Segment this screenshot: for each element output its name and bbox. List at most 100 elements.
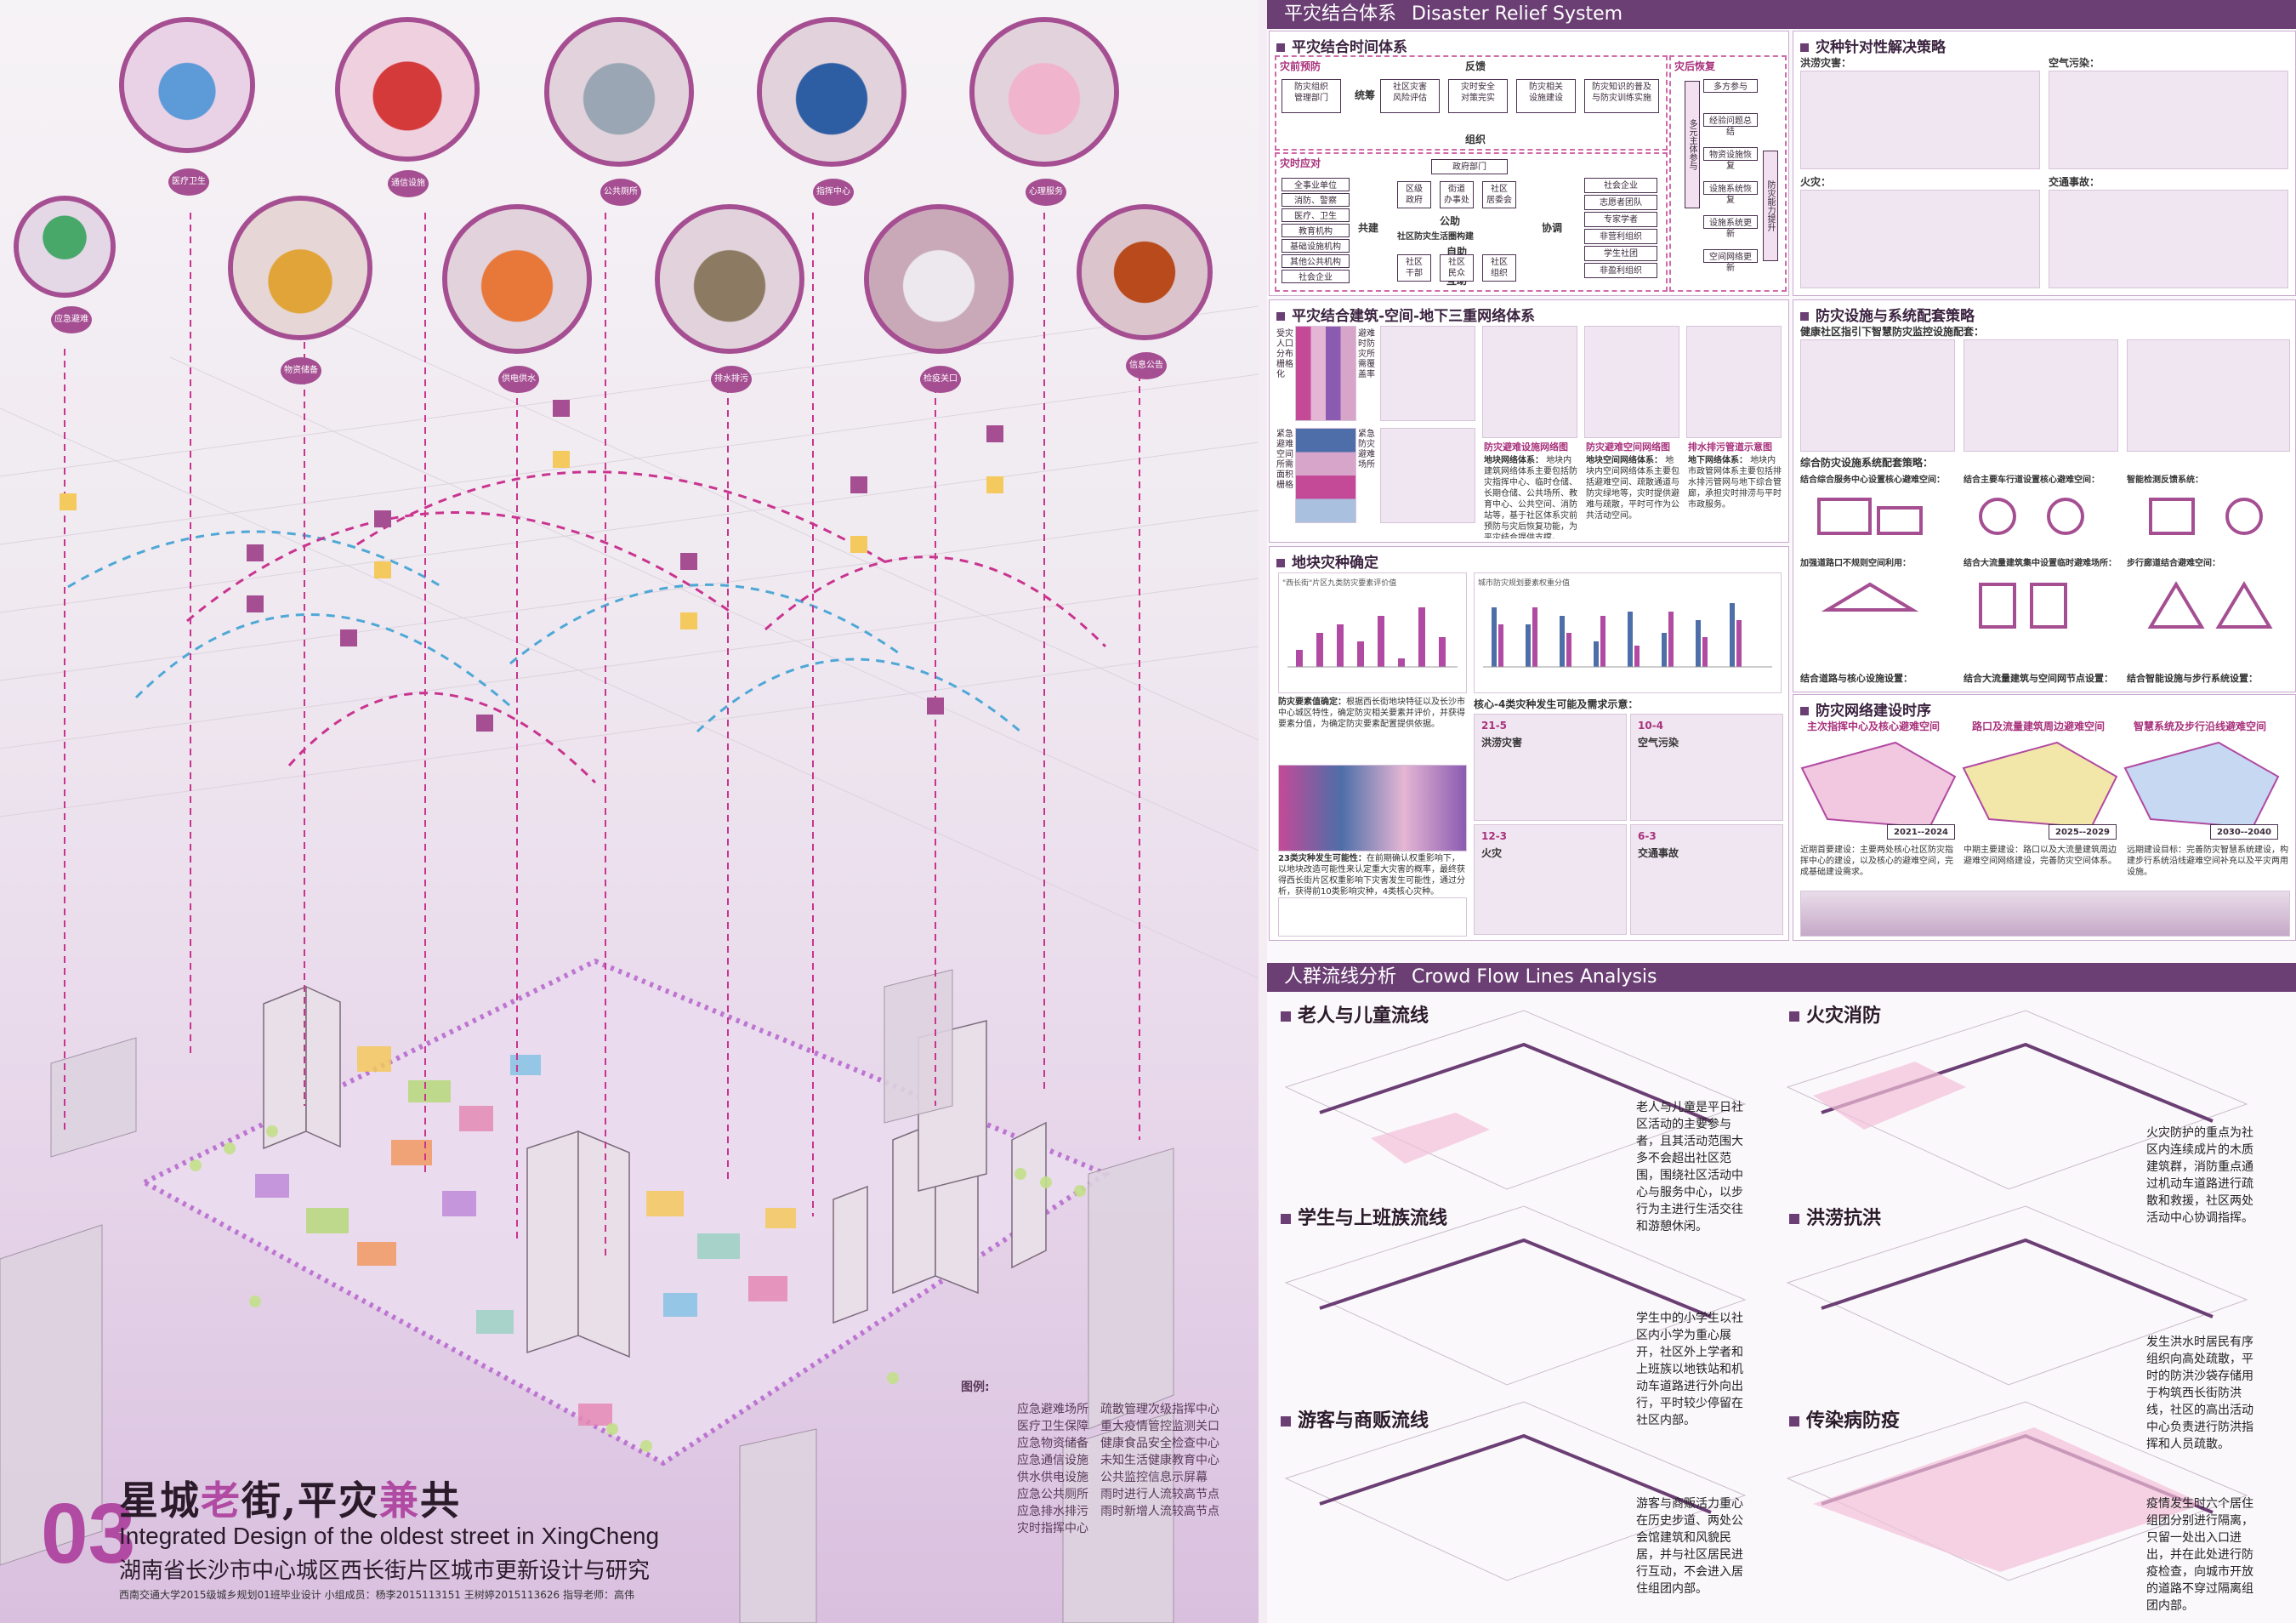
group-box: 非营利组织 (1584, 229, 1657, 244)
pin-label: 检疫关口 (920, 366, 961, 393)
phase-year: 2021--2024 (1887, 824, 1955, 840)
crowd-flow-panel: 老人与儿童流线 老人与儿童是平日社区活动的主要参与者，且其活动范围大多不会超出社… (1269, 994, 2293, 1620)
col-note: 步行廊道结合避难空间： (2127, 559, 2220, 568)
block-risk-panel: 地块灾种确定 "西长街"片区九类防灾要素评价值 城市防灾规划要素权重分值 防灾要… (1269, 546, 1789, 941)
legend-item: 重大疫情管控监测关口 (1100, 1420, 1219, 1433)
legend-item: 疏散管理次级指挥中心 (1100, 1403, 1219, 1416)
title-part: 星城 (119, 1478, 201, 1523)
grid-label: 紧急避难空间所需面积栅格 (1276, 430, 1293, 490)
crowd-text: 疫情发生时六个居住组团分别进行隔离，只留一处出入口进出，并在此处进行防疫检查，向… (2146, 1497, 2253, 1613)
grid-label: 受灾人口分布栅格化 (1276, 329, 1293, 379)
phase-head: 主次指挥中心及核心避难空间 (1807, 720, 1941, 732)
risk-chart-2: 城市防灾规划要素权重分值 (1474, 572, 1782, 693)
co-build-label: 共建 (1358, 222, 1379, 234)
group-box: 教育机构 (1282, 224, 1350, 237)
heatmap-population (1295, 326, 1356, 421)
legend-item: 公共监控信息示屏幕 (1100, 1471, 1208, 1484)
after-box: 设施系统恢复 (1703, 181, 1758, 205)
phase-note: 远期建设目标：完善防灾智慧系统建设，构建步行系统沿线避难空间补充以及平灾两用设施… (2127, 846, 2288, 877)
timeline-system-panel: 平灾结合时间体系 灾前预防 反馈 统筹 组织 防灾组织 管理部门 社区灾害 风险… (1269, 31, 1789, 296)
core-name: 火灾 (1481, 847, 1503, 859)
legend-item: 应急物资储备 (1017, 1437, 1088, 1450)
risk-text-2: 23类灾种发生可能性：在前期确认权重影响下，以地块改造可能性来认定重大灾害的概率… (1278, 853, 1465, 897)
three-layer-network-panel: 平灾结合建筑-空间-地下三重网络体系 受灾人口分布栅格化 避难时防灾所需覆盖率 … (1269, 299, 1789, 543)
grid-label: 紧急防灾避难场所 (1358, 430, 1375, 470)
legend-item: 供水供电设施 (1017, 1471, 1088, 1484)
group-box: 志愿者团队 (1584, 195, 1657, 210)
title-part: 老 (201, 1478, 242, 1523)
feedback-label: 反馈 (1465, 60, 1486, 72)
left-group: 全事业单位 消防、警察 医疗、卫生 教育机构 基础设施机构 其他公共机构 社会企… (1282, 178, 1350, 285)
map-thumb-2 (1380, 428, 1475, 523)
after-disaster-box (1669, 55, 1787, 292)
type-label: 火灾： (1800, 176, 1832, 188)
core-card-flood: 21-5 洪涝灾害 (1474, 714, 1627, 821)
title-part: 街,平灾 (242, 1478, 380, 1523)
heatmap-shelter (1295, 428, 1356, 523)
pre-box: 防灾组织 管理部门 (1282, 79, 1341, 113)
group-box: 基础设施机构 (1282, 239, 1350, 253)
strategy-icons (1817, 498, 2273, 629)
legend-item: 应急通信设施 (1017, 1454, 1088, 1467)
col-head: 结合综合服务中心设置核心避难空间： (1800, 476, 1945, 485)
risk-chart-1: "西长街"片区九类防灾要素评价值 (1278, 572, 1467, 693)
map-legend: 图例: 应急避难场所 医疗卫生保障 应急物资储备 应急通信设施 供水供电设施 应… (961, 1378, 1259, 1591)
drainage-map (1686, 326, 1782, 438)
core-title: 核心-4类灾种发生可能及需求示意： (1474, 698, 1639, 710)
pre-disaster-box (1275, 55, 1668, 151)
after-box: 设施系统更新 (1703, 215, 1758, 239)
cooperate-label: 协调 (1542, 222, 1563, 234)
core-tag: 10-4 (1638, 720, 1664, 732)
strategy-line: 综合防灾设施系统配套策略： (1800, 457, 1934, 469)
network-text: 地块网络体系： 地块内建筑网络体系主要包括防灾指挥中心、临时仓储、长期仓储、公共… (1484, 455, 1577, 538)
risk-text-1: 防灾要素值确定：根据西长街地块特征以及长沙市中心城区特性，确定防灾相关要素并评价… (1278, 697, 1465, 730)
crowd-text: 发生洪水时居民有序组织向高处疏散，平时的防洪沙袋存储用于构筑西长街防洪线，社区的… (2146, 1335, 2253, 1451)
network-text: 地下网络体系： 地块内市政管网体系主要包括排水排污管网与地下综合管廊，承担灾时排… (1688, 455, 1782, 538)
type-label: 交通事故： (2049, 176, 2100, 188)
network-caption: 防灾避难空间网络图 (1586, 441, 1670, 453)
crowd-axon-diagrams (1284, 1010, 2248, 1581)
group-box: 非盈利组织 (1584, 263, 1657, 278)
during-disaster-box (1275, 152, 1668, 292)
network-text-body: 地块内建筑网络体系主要包括防灾指挥中心、临时仓储、长期仓储、公共场所、教育中心、… (1484, 456, 1577, 538)
bottom-note: 结合大流量建筑与空间网节点设置： (1964, 673, 2113, 684)
risk-text-head: 防灾要素值确定： (1278, 698, 1346, 707)
facility-axon-3 (2127, 339, 2290, 452)
type-label: 洪涝灾害： (1800, 57, 1852, 69)
fire-axon (1800, 190, 2040, 288)
crowd-text: 学生中的小学生以社区内小学为重心展开，社区外上学者和上班族以地铁站和机动车道路进… (1636, 1312, 1743, 1427)
crowd-text: 火灾防护的重点为社区内连续成片的木质建筑群，消防重点通过机动车道路进行疏散和救援… (2146, 1126, 2253, 1225)
crowd-title: 游客与商贩流线 (1281, 1405, 1429, 1432)
network-text: 地块空间网络体系： 地块内空间网络体系主要包括避难空间、疏散通道与防灾绿地等，灾… (1586, 455, 1679, 538)
title-part: 共 (420, 1478, 462, 1523)
col-note: 结合大流量建筑集中设置临时避难场所： (1964, 559, 2117, 568)
legend-item: 应急避难场所 (1017, 1403, 1088, 1416)
air-axon (2049, 71, 2288, 169)
capacity-box: 防灾能力提升 (1763, 151, 1778, 261)
panel-title: 防灾网络建设时序 (1800, 698, 1931, 720)
during-label: 灾时应对 (1280, 157, 1321, 169)
risk-bar-chart-1 (1287, 607, 1458, 668)
network-timeline-panel: 防灾网络建设时序 主次指挥中心及核心避难空间 路口及流量建筑周边避难空间 智慧系… (1793, 694, 2296, 941)
facility-strategy-panel: 防灾设施与系统配套策略 健康社区指引下智慧防灾监控设施配套： 综合防灾设施系统配… (1793, 299, 2296, 692)
network-text-head: 地下网络体系： (1688, 456, 1748, 465)
grid-label: 避难时防灾所需覆盖率 (1358, 329, 1375, 379)
network-text-body: 地块内空间网络体系主要包括避难空间、疏散通道与防灾绿地等，灾时提供避难与疏散，平… (1586, 456, 1679, 521)
network-caption: 排水排污管道示意图 (1688, 441, 1772, 453)
band-title: 人群流线分析 (1284, 966, 1397, 988)
pin-label: 医疗卫生 (168, 168, 209, 196)
core-card-fire: 12-3 火灾 (1474, 824, 1627, 935)
crowd-text: 游客与商贩活力重心在历史步道、两处公会馆建筑和风貌民居，并与社区居民进行互动，不… (1636, 1497, 1743, 1596)
band-title: 平灾结合体系 (1284, 3, 1397, 25)
disaster-type-panel: 灾种针对性解决策略 洪涝灾害： 空气污染： 火灾： 交通事故： (1793, 31, 2296, 296)
risk-chart-3 (1278, 765, 1467, 851)
core-name: 空气污染 (1638, 737, 1679, 749)
legend-item: 未知生活健康教育中心 (1100, 1454, 1219, 1467)
risk-text-head: 23类灾种发生可能性： (1278, 854, 1367, 863)
mid-box: 区级 政府 (1397, 181, 1431, 208)
core-card-traffic: 6-3 交通事故 (1630, 824, 1783, 935)
pre-label: 灾前预防 (1280, 60, 1321, 72)
legend-item: 雨时新增人流较高节点 (1100, 1505, 1219, 1518)
